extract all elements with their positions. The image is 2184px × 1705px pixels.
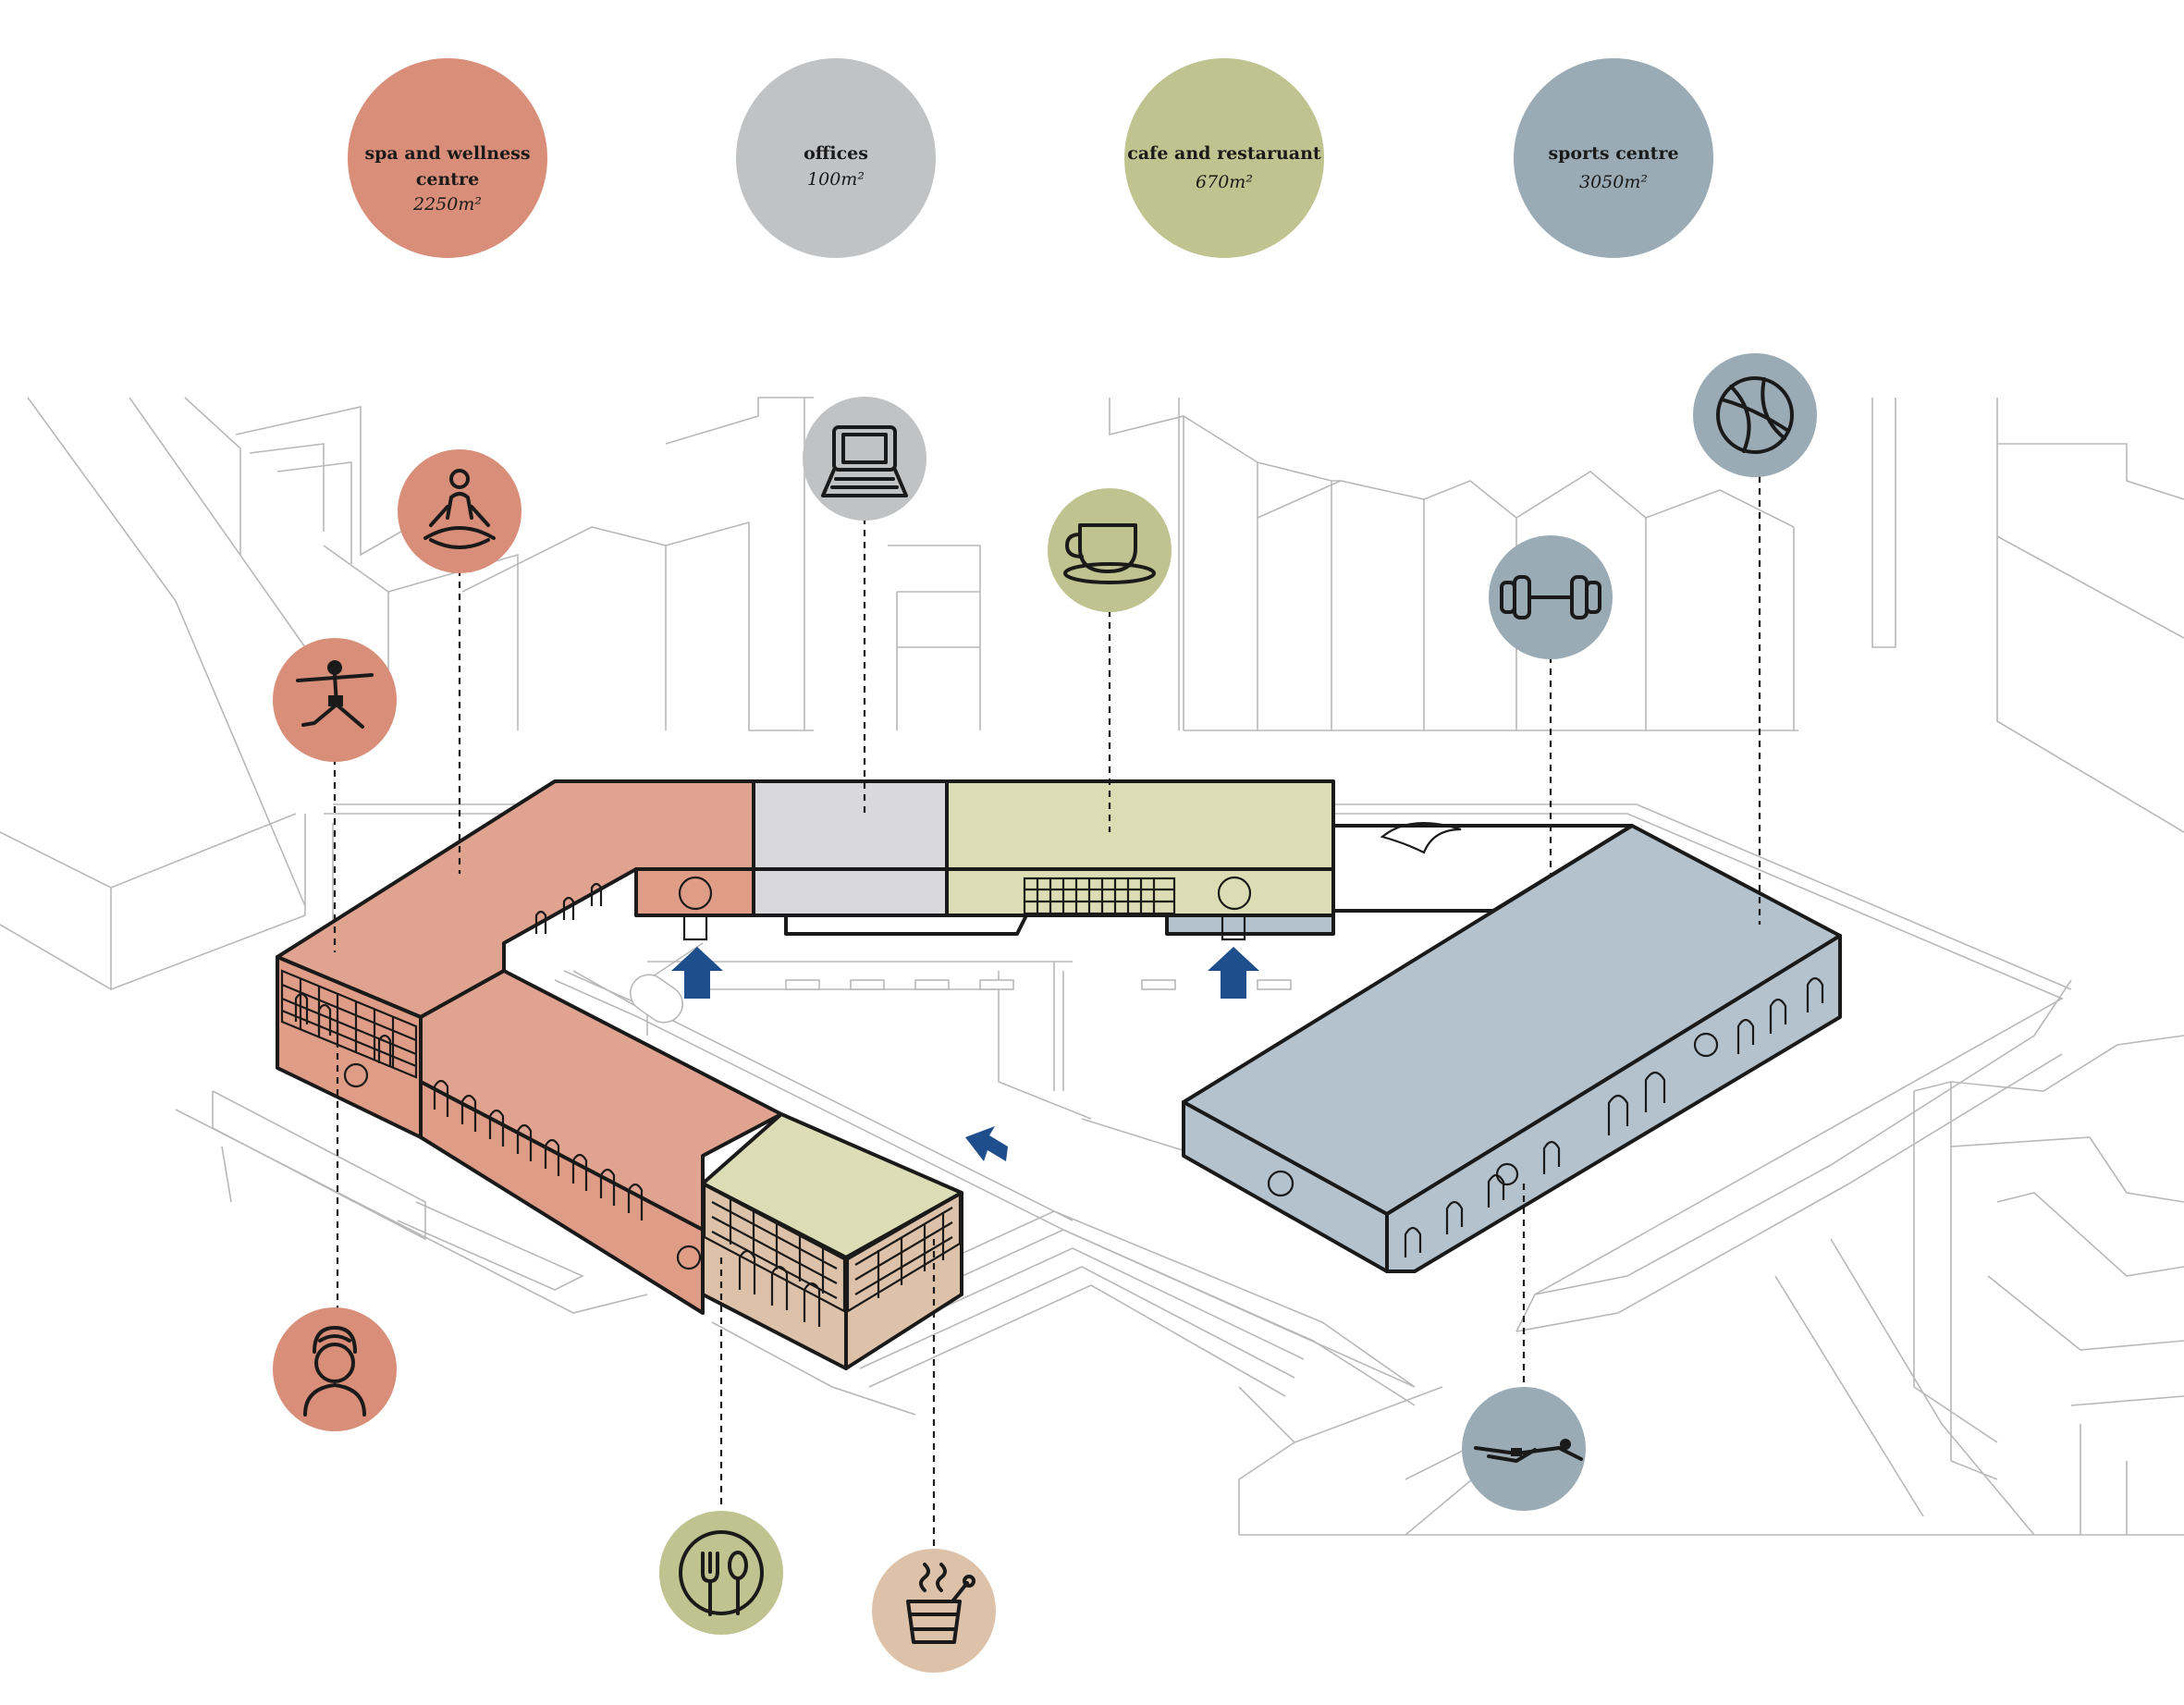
sports-side: [1385, 934, 1842, 1273]
spa-person-bubble: [273, 1307, 397, 1431]
cafe-cube-grid: [711, 1197, 953, 1299]
fork-spoon-icon: [679, 1530, 764, 1616]
entrance-arrow-icon: [671, 947, 723, 999]
legend-offices-name: offices: [804, 143, 868, 164]
cafe-cube-side: [844, 1191, 963, 1370]
legend-sports-circle: [1514, 58, 1713, 258]
cafe-cube-front-band: [703, 1184, 846, 1313]
legend-sports-area: 3050m²: [1579, 172, 1648, 192]
spa-towel-person-icon: [303, 1326, 366, 1417]
legend-spa-area: 2250m²: [412, 194, 482, 215]
legend-offices-area: 100m²: [807, 169, 865, 190]
north-facade-grid: [1023, 877, 1176, 915]
laptop-bubble-circle: [803, 397, 926, 521]
entrances: [671, 947, 1259, 1161]
north-facade-offices: [752, 867, 949, 917]
basketball-bubble-circle: [1693, 353, 1817, 477]
entrance-arrow-icon: [965, 1126, 1008, 1161]
swimmer-bubble: [1462, 1387, 1586, 1511]
laptop-icon: [821, 425, 908, 497]
north-undercroft-sports: [1165, 914, 1335, 936]
entrance-arrow-icon: [1208, 947, 1259, 999]
main-l-building: [276, 779, 1634, 1370]
legend-sports: sports centre 3050m²: [1514, 58, 1713, 258]
sauna-bubble: [872, 1549, 996, 1673]
legend-spa-name-line1: spa and wellness: [364, 143, 530, 164]
laptop-bubble: [803, 397, 926, 521]
yoga-bubble: [273, 638, 397, 762]
legend-sports-name: sports centre: [1548, 143, 1678, 164]
legend-offices-circle: [736, 58, 936, 258]
coffee-cup-icon: [1063, 523, 1156, 584]
spa-person-bubble-circle: [273, 1307, 397, 1431]
legend-spa: spa and wellness centre 2250m²: [348, 58, 547, 258]
meditation-icon: [423, 469, 496, 549]
meditation-bubble: [398, 449, 521, 573]
dumbbell-icon: [1500, 575, 1601, 619]
south-spa-facade: [419, 1080, 705, 1315]
legend-offices: offices 100m²: [736, 58, 936, 258]
legend-spa-circle: [348, 58, 547, 258]
legend-cafe-area: 670m²: [1196, 172, 1253, 192]
meditation-bubble-circle: [398, 449, 521, 573]
swimmer-bubble-circle: [1462, 1387, 1586, 1511]
spa-arches: [294, 882, 702, 1270]
courtyard-dashes: [785, 979, 1292, 990]
swimmer-icon: [1474, 1439, 1583, 1463]
cutlery-bubble-circle: [659, 1511, 783, 1635]
leader-lines: [333, 476, 1761, 1549]
legend-spa-name-line2: centre: [416, 169, 479, 190]
coffee-bubble: [1048, 488, 1172, 612]
sports-centre-building: [1182, 824, 1842, 1273]
legend-cafe: cafe and restaruant 670m²: [1124, 58, 1324, 258]
sauna-bubble-circle: [872, 1549, 996, 1673]
cafe-cube-side-band: [846, 1193, 962, 1313]
sauna-bucket-icon: [906, 1563, 975, 1644]
basketball-icon: [1716, 376, 1794, 454]
yoga-pose-icon: [296, 660, 374, 729]
dumbbell-bubble: [1489, 535, 1613, 659]
sports-arches: [1404, 976, 1824, 1257]
cutlery-bubble: [659, 1511, 783, 1635]
basketball-bubble: [1693, 353, 1817, 477]
activity-icons: [273, 353, 1817, 1673]
legend: spa and wellness centre 2250m² offices 1…: [348, 58, 1713, 258]
legend-cafe-name: cafe and restaruant: [1127, 143, 1321, 164]
legend-cafe-circle: [1124, 58, 1324, 258]
